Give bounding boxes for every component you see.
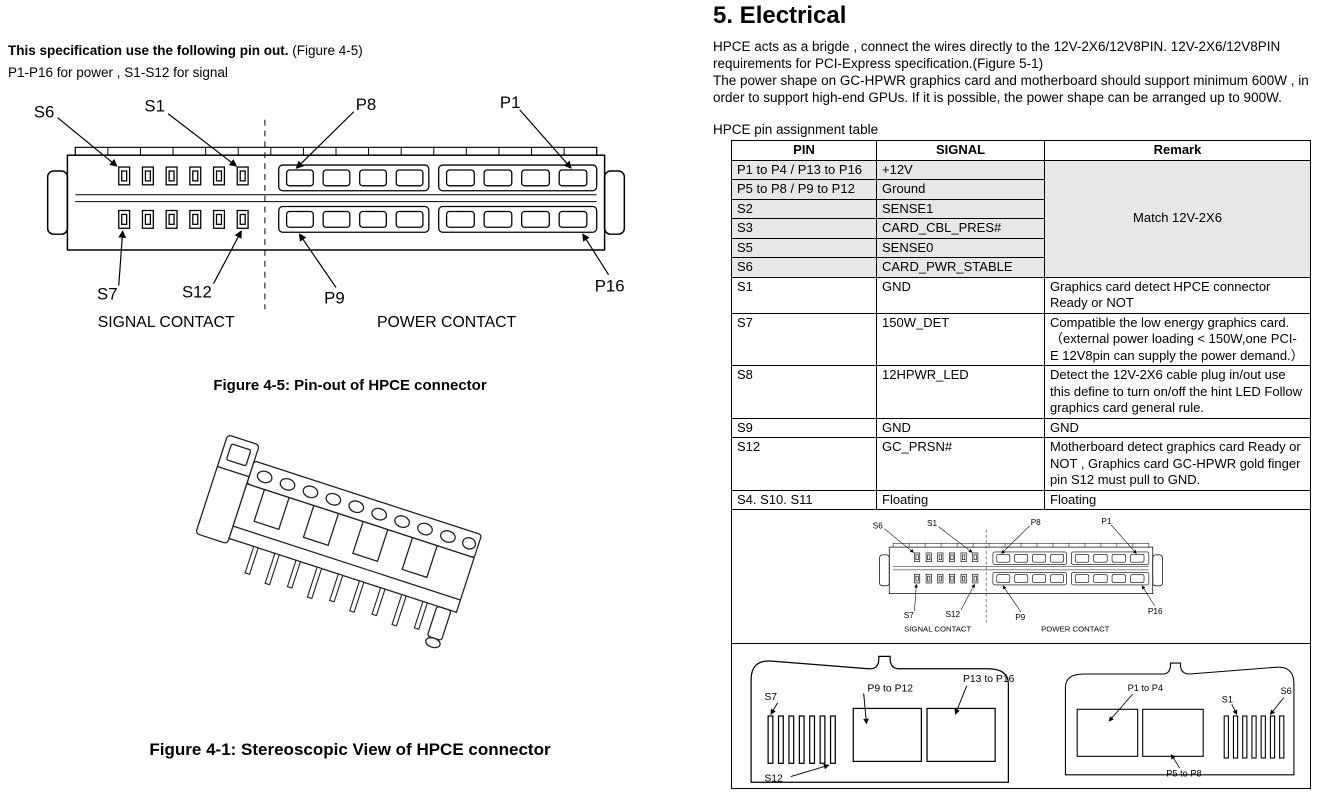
cell-signal: CARD_PWR_STABLE xyxy=(876,257,1045,278)
table-row: S8 12HPWR_LED Detect the 12V-2X6 cable p… xyxy=(731,365,1311,419)
stereo-top-contacts xyxy=(246,460,482,558)
table-row: P5 to P8 / P9 to P12 Ground xyxy=(731,179,1311,200)
pin-assignment-table: PIN SIGNAL Remark P1 to P4 / P13 to P16 … xyxy=(731,140,1311,789)
table-figure-row xyxy=(731,509,1311,644)
cell-signal: 12HPWR_LED xyxy=(876,365,1045,419)
cell-pin: S5 xyxy=(731,237,877,258)
label-s12: S12 xyxy=(764,773,783,784)
table-row: S12 GC_PRSN# Motherboard detect graphics… xyxy=(731,437,1311,491)
end-view-left-diagram: S7 S12 P9 to P12 P13 to P16 xyxy=(750,655,1015,784)
section-heading: 5. Electrical xyxy=(713,2,847,29)
cell-remark: Graphics card detect HPCE connector Read… xyxy=(1044,276,1311,314)
cell-pin: P1 to P4 / P13 to P16 xyxy=(731,159,877,180)
intro-line-2: P1-P16 for power , S1-S12 for signal xyxy=(8,65,228,80)
cell-signal: GND xyxy=(876,276,1045,314)
cell-pin: S4. S10. S11 xyxy=(731,489,877,510)
cell-signal: GC_PRSN# xyxy=(876,437,1045,491)
figure-4-5-caption: Figure 4-5: Pin-out of HPCE connector xyxy=(213,377,487,394)
pinout-diagram-large xyxy=(20,84,652,336)
header-remark: Remark xyxy=(1044,140,1311,161)
end-views-wrap: S7 S12 P9 to P12 P13 to P16 xyxy=(738,646,1304,786)
paragraph-1: HPCE acts as a brigde , connect the wire… xyxy=(713,39,1281,71)
table-header-row: PIN SIGNAL Remark xyxy=(731,140,1311,161)
callout-leaders xyxy=(770,685,968,777)
cell-remark: Compatible the low energy graphics card.… xyxy=(1044,312,1311,366)
cell-signal: Ground xyxy=(876,179,1045,200)
left-column: This specification use the following pin… xyxy=(8,40,705,759)
table-row: S1 GND Graphics card detect HPCE connect… xyxy=(731,276,1311,314)
end-views-cell: S7 S12 P9 to P12 P13 to P16 xyxy=(731,642,1311,789)
callout-leaders xyxy=(1108,693,1285,768)
header-signal: SIGNAL xyxy=(876,140,1045,161)
cell-signal: GND xyxy=(876,417,1045,438)
cell-signal: Floating xyxy=(876,489,1045,510)
pinout-figure-cell xyxy=(731,509,1311,644)
table-row: S2 SENSE1 xyxy=(731,198,1311,219)
label-p5-p8: P5 to P8 xyxy=(1166,768,1201,778)
cell-remark: GND xyxy=(1044,417,1311,438)
label-s7: S7 xyxy=(764,691,777,702)
cell-pin: S9 xyxy=(731,417,877,438)
stereoscopic-diagram xyxy=(195,435,482,649)
cell-signal: CARD_CBL_PRES# xyxy=(876,218,1045,239)
right-column: 5. Electrical HPCE acts as a brigde , co… xyxy=(713,0,1315,789)
intro-bold-text: This specification use the following pin… xyxy=(8,43,289,58)
cell-pin: S6 xyxy=(731,257,877,278)
label-p9-p12: P9 to P12 xyxy=(867,683,913,694)
cell-remark: Detect the 12V-2X6 cable plug in/out use… xyxy=(1044,365,1311,419)
cell-pin: S7 xyxy=(731,312,877,366)
table-label: HPCE pin assignment table xyxy=(713,122,879,137)
cell-pin: S2 xyxy=(731,198,877,219)
cell-signal: 150W_DET xyxy=(876,312,1045,366)
cell-pin: S3 xyxy=(731,218,877,239)
end-view-right-diagram: P1 to P4 P5 to P8 S1 S6 xyxy=(1064,662,1295,778)
label-s6: S6 xyxy=(1280,686,1291,696)
figure-4-1-caption: Figure 4-1: Stereoscopic View of HPCE co… xyxy=(149,740,551,759)
table-row: S4. S10. S11 Floating Floating xyxy=(731,489,1311,510)
cell-pin: S12 xyxy=(731,437,877,491)
stereo-collar xyxy=(195,435,260,544)
cell-signal: SENSE1 xyxy=(876,198,1045,219)
cell-signal: +12V xyxy=(876,159,1045,180)
shell-outline xyxy=(1064,662,1295,775)
intro-line-1: This specification use the following pin… xyxy=(8,40,363,62)
label-s1: S1 xyxy=(1222,694,1233,704)
cell-pin: S8 xyxy=(731,365,877,419)
label-p13-p16: P13 to P16 xyxy=(963,673,1015,684)
paragraph-2: The power shape on GC-HPWR graphics card… xyxy=(713,73,1309,105)
match-remark-cell: Match 12V-2X6 xyxy=(1044,159,1311,278)
cell-pin: P5 to P8 / P9 to P12 xyxy=(731,179,877,200)
table-row: S6 CARD_PWR_STABLE xyxy=(731,257,1311,278)
intro-paragraph: This specification use the following pin… xyxy=(8,40,363,84)
header-pin: PIN xyxy=(731,140,877,161)
intro-figure-ref: (Figure 4-5) xyxy=(288,43,363,58)
stereo-peg xyxy=(425,606,452,649)
cell-remark: Floating xyxy=(1044,489,1311,510)
table-row: S9 GND GND xyxy=(731,417,1311,438)
cell-remark: Motherboard detect graphics card Ready o… xyxy=(1044,437,1311,491)
stereo-pins xyxy=(244,545,429,630)
cell-pin: S1 xyxy=(731,276,877,314)
label-p1-p4: P1 to P4 xyxy=(1128,682,1163,692)
table-row: S7 150W_DET Compatible the low energy gr… xyxy=(731,312,1311,366)
pinout-diagram-small xyxy=(866,512,1176,636)
table-row: S5 SENSE0 xyxy=(731,237,1311,258)
shell-outline xyxy=(750,655,1010,783)
table-figure-row: S7 S12 P9 to P12 P13 to P16 xyxy=(731,642,1311,789)
table-row: S3 CARD_CBL_PRES# xyxy=(731,218,1311,239)
table-row: P1 to P4 / P13 to P16 +12V Match 12V-2X6 xyxy=(731,159,1311,278)
cell-signal: SENSE0 xyxy=(876,237,1045,258)
